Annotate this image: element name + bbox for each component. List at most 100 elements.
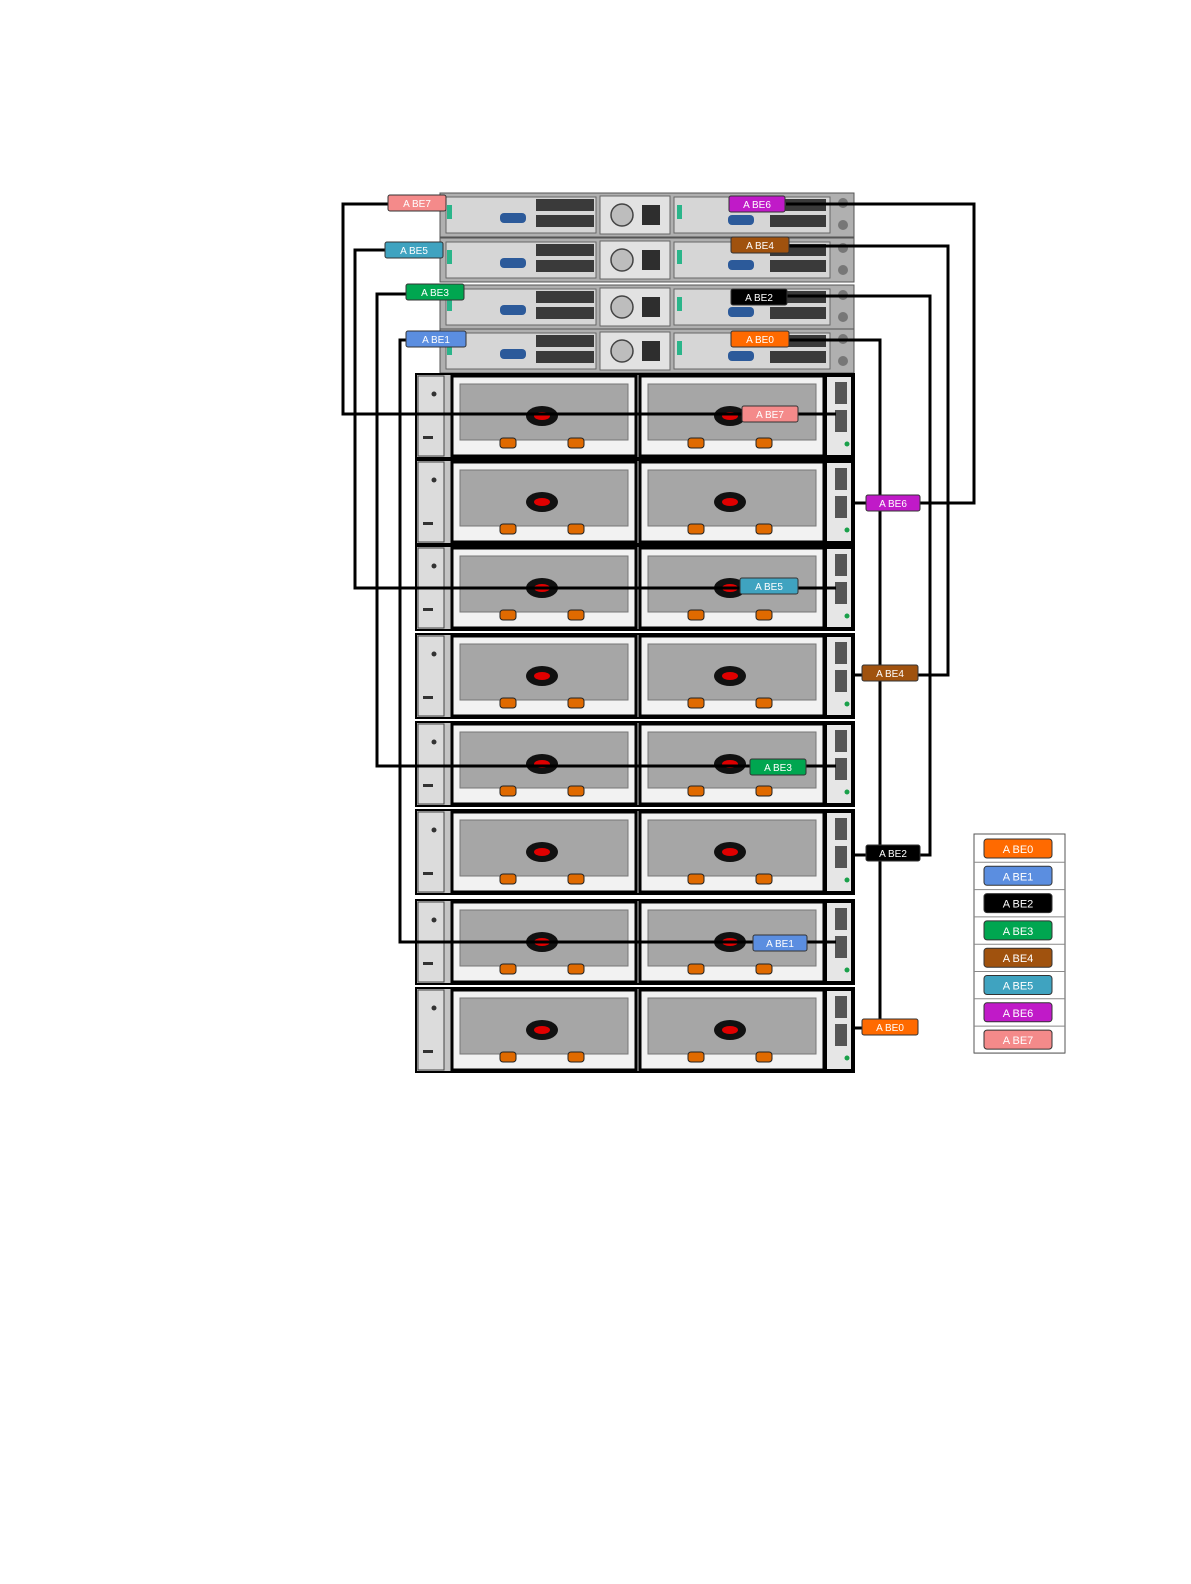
power-connector-icon <box>500 1052 516 1062</box>
legend-label: A BE2 <box>1003 899 1034 911</box>
power-connector-icon <box>568 964 584 974</box>
power-connector-icon <box>568 698 584 708</box>
cable-label-text: A BE2 <box>879 849 907 860</box>
power-connector-icon <box>688 610 704 620</box>
led-icon <box>432 652 437 657</box>
cable-label-be2: A BE2 <box>866 845 920 861</box>
power-connector-icon <box>688 1052 704 1062</box>
cable-label-be6: A BE6 <box>866 495 920 511</box>
power-connector-icon <box>756 786 772 796</box>
network-ports <box>770 215 826 227</box>
vga-port <box>728 307 754 317</box>
sas-port-icon <box>835 846 847 868</box>
server-node <box>440 285 854 329</box>
status-led <box>677 250 682 264</box>
led-icon <box>423 696 433 699</box>
vga-port <box>728 260 754 270</box>
led-icon <box>423 522 433 525</box>
legend-label: A BE4 <box>1003 953 1034 965</box>
cable-label-be7: A BE7 <box>388 195 446 211</box>
sas-port-icon <box>835 818 847 840</box>
server-node <box>440 329 854 373</box>
led-icon <box>423 608 433 611</box>
vga-port <box>500 213 526 223</box>
power-connector-icon <box>500 786 516 796</box>
cable-label-text: A BE1 <box>766 939 794 950</box>
sas-port-icon <box>835 1024 847 1046</box>
cable-label-be1: A BE1 <box>406 331 466 347</box>
tray-handle-icon <box>722 848 738 856</box>
led-icon <box>432 478 437 483</box>
disk-shelf-stack <box>416 374 854 1072</box>
power-inlet-icon <box>642 297 660 317</box>
power-connector-icon <box>568 1052 584 1062</box>
sas-port-icon <box>835 382 847 404</box>
sas-port-icon <box>835 730 847 752</box>
tray-handle-icon <box>722 672 738 680</box>
shelf-left-ear <box>418 376 444 456</box>
network-ports <box>536 307 594 319</box>
sas-port-icon <box>835 670 847 692</box>
power-connector-icon <box>500 438 516 448</box>
led-icon <box>845 528 850 533</box>
power-inlet-icon <box>642 250 660 270</box>
cable-label-text: A BE4 <box>746 241 774 252</box>
power-connector-icon <box>500 698 516 708</box>
tray-handle-icon <box>722 1026 738 1034</box>
led-icon <box>845 702 850 707</box>
power-connector-icon <box>688 438 704 448</box>
shelf-left-ear <box>418 812 444 892</box>
legend-label: A BE0 <box>1003 844 1034 856</box>
vga-port <box>500 349 526 359</box>
tray-handle-icon <box>534 672 550 680</box>
power-connector-icon <box>756 964 772 974</box>
led-icon <box>432 918 437 923</box>
network-ports <box>536 260 594 272</box>
disk-shelf <box>416 460 854 544</box>
cable-label-be1: A BE1 <box>753 935 807 951</box>
cable-label-text: A BE2 <box>745 293 773 304</box>
cable-label-be6: A BE6 <box>729 196 785 212</box>
status-led <box>447 205 452 219</box>
led-icon <box>845 878 850 883</box>
legend-label: A BE7 <box>1003 1035 1034 1047</box>
rack-screw-icon <box>838 265 848 275</box>
power-connector-icon <box>500 964 516 974</box>
power-connector-icon <box>756 438 772 448</box>
sas-port-icon <box>835 582 847 604</box>
tray-handle-icon <box>534 848 550 856</box>
network-ports <box>536 335 594 347</box>
disk-shelf <box>416 810 854 894</box>
power-connector-icon <box>688 524 704 534</box>
vga-port <box>728 351 754 361</box>
cable-label-text: A BE6 <box>743 200 771 211</box>
cable-label-text: A BE3 <box>764 763 792 774</box>
network-ports <box>536 199 594 211</box>
network-ports <box>770 260 826 272</box>
rack-screw-icon <box>838 356 848 366</box>
sas-port-icon <box>835 410 847 432</box>
sas-port-icon <box>835 642 847 664</box>
power-connector-icon <box>568 874 584 884</box>
disk-shelf <box>416 988 854 1072</box>
led-icon <box>432 1006 437 1011</box>
led-icon <box>432 828 437 833</box>
cable-label-text: A BE4 <box>876 669 904 680</box>
cable-label-be4: A BE4 <box>731 237 789 253</box>
cable-label-be5: A BE5 <box>740 578 798 594</box>
sas-port-icon <box>835 758 847 780</box>
shelf-left-ear <box>418 636 444 716</box>
led-icon <box>845 442 850 447</box>
sas-port-icon <box>835 468 847 490</box>
cable-label-text: A BE7 <box>756 410 784 421</box>
cable-label-text: A BE0 <box>746 335 774 346</box>
cable-label-be7: A BE7 <box>742 406 798 422</box>
legend-label: A BE3 <box>1003 926 1034 938</box>
cable-label-be3: A BE3 <box>406 284 464 300</box>
led-icon <box>432 392 437 397</box>
fan-icon <box>611 296 633 318</box>
status-led <box>677 297 682 311</box>
legend-label: A BE5 <box>1003 981 1034 993</box>
status-led <box>447 250 452 264</box>
cable-label-be4: A BE4 <box>862 665 918 681</box>
